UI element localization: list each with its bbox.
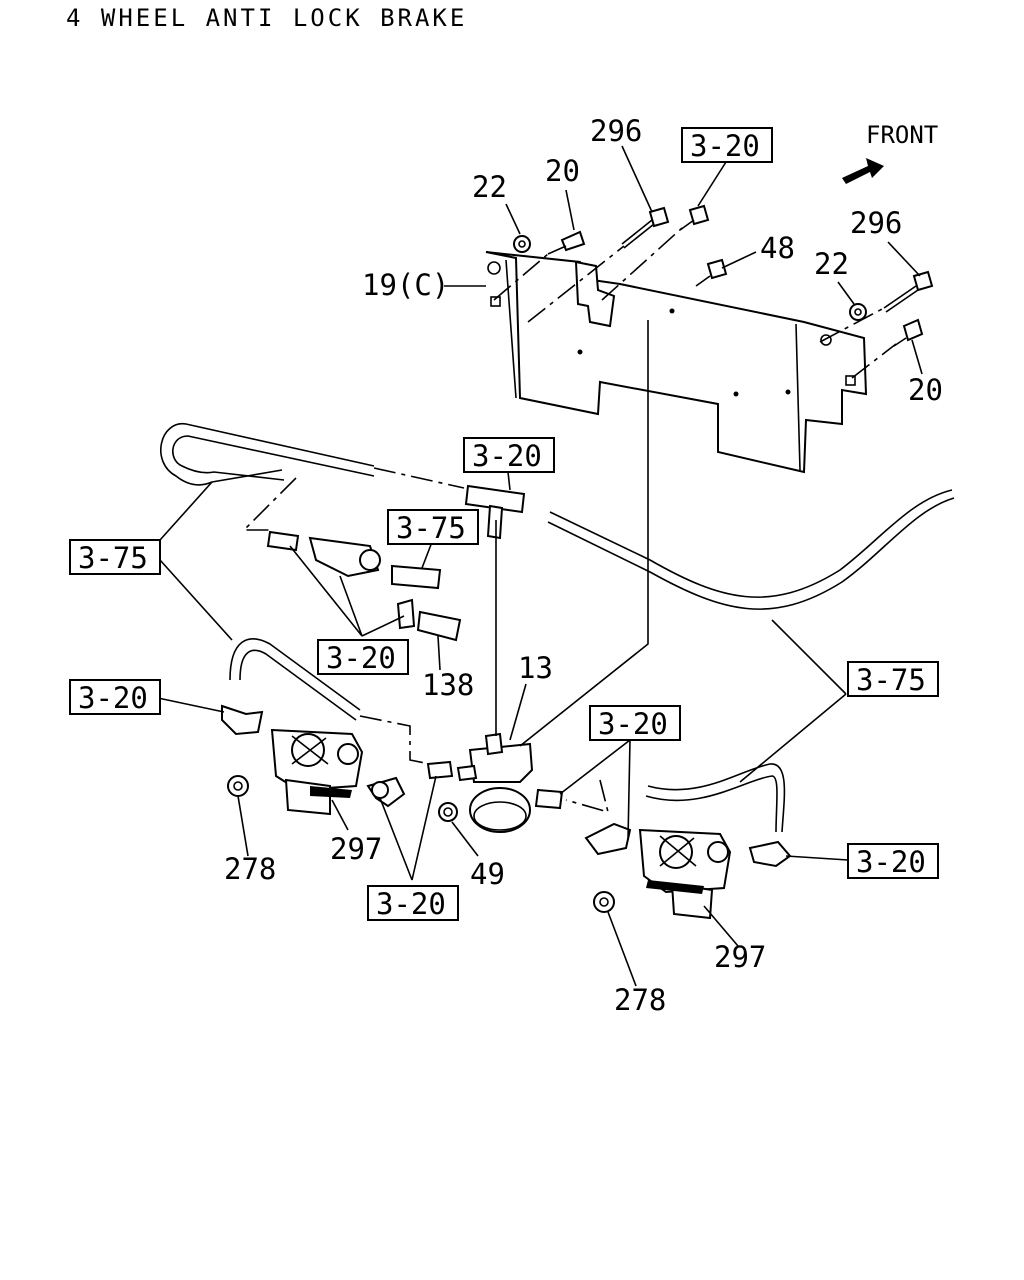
- callout-19c: 19(C): [362, 268, 449, 302]
- callout-22a: 22: [472, 170, 507, 204]
- ref-box-3-20-right: 3-20: [856, 845, 926, 879]
- ref-box-3-75-right: 3-75: [856, 663, 926, 697]
- nut-49-icon: [438, 802, 458, 822]
- callout-49: 49: [470, 857, 505, 891]
- front-label: FRONT: [866, 121, 938, 149]
- ref-box-3-75-center: 3-75: [396, 511, 466, 545]
- callout-278a: 278: [224, 852, 276, 886]
- connector-fitting-icon: [266, 530, 462, 642]
- bolt-20-icon: [547, 230, 586, 255]
- nut-278-icon: [227, 775, 249, 797]
- nut-22-icon: [513, 235, 531, 253]
- callout-48: 48: [760, 231, 795, 265]
- ref-box-3-20-left: 3-20: [78, 681, 148, 715]
- callout-278b: 278: [614, 983, 666, 1017]
- brake-tube: [160, 423, 955, 833]
- bolt-296b-icon: [883, 270, 934, 313]
- valve-13-icon: [468, 732, 534, 833]
- ref-box-3-75-left: 3-75: [78, 541, 148, 575]
- callout-13: 13: [518, 651, 553, 685]
- ref-box-3-20-bottom: 3-20: [376, 887, 446, 921]
- callout-297b: 297: [714, 940, 766, 974]
- callout-20b: 20: [908, 373, 943, 407]
- leader-lines: [157, 145, 923, 987]
- nut-278b-icon: [593, 891, 615, 913]
- callout-297a: 297: [330, 832, 382, 866]
- ref-box-tee-3-20: 3-20: [472, 439, 542, 473]
- bolt-296-icon: [621, 206, 670, 249]
- callout-20a: 20: [545, 154, 580, 188]
- fitting-elbow-icon: [221, 704, 792, 868]
- modulator-valve-297-icon: [270, 728, 364, 816]
- ref-box-3-20-cluster: 3-20: [326, 641, 396, 675]
- front-arrow-icon: [842, 158, 884, 184]
- callout-138: 138: [422, 668, 474, 702]
- bolt-48-icon: [695, 258, 728, 287]
- diagram-title: 4 WHEEL ANTI LOCK BRAKE: [66, 4, 468, 32]
- callout-296a: 296: [590, 114, 642, 148]
- callout-296b: 296: [850, 206, 902, 240]
- bolt-20b-icon: [893, 318, 924, 347]
- bolt-3-20-icon: [679, 204, 710, 231]
- ref-box-3-20-mid: 3-20: [598, 707, 668, 741]
- modulator-valve-297b-icon: [638, 828, 732, 920]
- ref-box-top-3-20: 3-20: [690, 129, 760, 163]
- nut-22b-icon: [849, 303, 867, 321]
- bracket-plate: [485, 251, 868, 474]
- tee-connector-icon: [464, 484, 526, 540]
- callout-22b: 22: [814, 247, 849, 281]
